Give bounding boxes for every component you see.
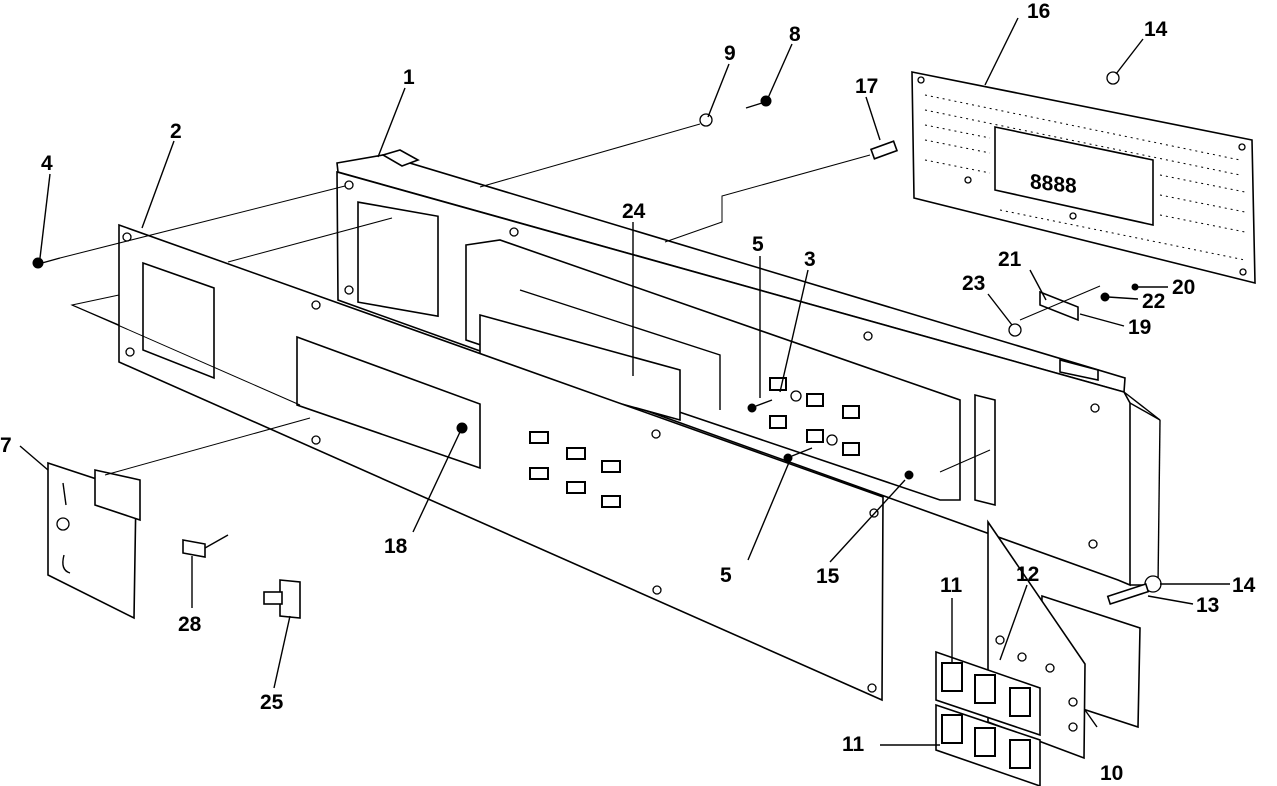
label-20: 20: [1172, 276, 1195, 299]
front-panel-button-openings: [529, 431, 621, 508]
fasteners: [32, 71, 1162, 605]
label-2: 2: [170, 120, 182, 143]
part-25-switch: [263, 579, 301, 619]
label-24: 24: [622, 200, 646, 223]
label-8: 8: [789, 23, 801, 46]
alignment-lines: [59, 123, 1101, 476]
part-24-bracket: [465, 239, 996, 507]
label-13: 13: [1196, 594, 1219, 617]
label-16: 16: [1027, 0, 1050, 23]
part-16-display-board: [911, 71, 1256, 285]
part-11-keypads: [935, 650, 1041, 786]
label-15: 15: [816, 565, 840, 588]
label-18: 18: [384, 535, 408, 558]
dotted-traces: [924, 94, 1246, 261]
part-7-knob-assembly: [47, 461, 141, 620]
label-5-lower: 5: [720, 564, 732, 587]
label-11-upper: 11: [940, 574, 963, 597]
label-11-lower: 11: [842, 733, 865, 756]
label-17: 17: [855, 75, 878, 98]
part-28-clip: [182, 534, 229, 558]
label-5-upper: 5: [752, 233, 764, 256]
label-12: 12: [1016, 563, 1039, 586]
label-25: 25: [260, 691, 284, 714]
leader-lines: [19, 17, 1230, 746]
label-10: 10: [1100, 762, 1123, 785]
label-3: 3: [804, 248, 816, 271]
label-21: 21: [998, 248, 1022, 271]
display-readout: 8888: [1030, 170, 1077, 198]
label-19: 19: [1128, 316, 1151, 339]
part-2-front-panel: [70, 223, 884, 702]
label-4: 4: [41, 152, 53, 175]
label-14-lower: 14: [1232, 574, 1256, 597]
label-9: 9: [724, 42, 736, 65]
label-23: 23: [962, 272, 985, 295]
label-14-upper: 14: [1144, 18, 1168, 41]
label-28: 28: [178, 613, 202, 636]
label-1: 1: [403, 66, 415, 89]
label-22: 22: [1142, 290, 1165, 313]
label-7: 7: [0, 434, 12, 457]
